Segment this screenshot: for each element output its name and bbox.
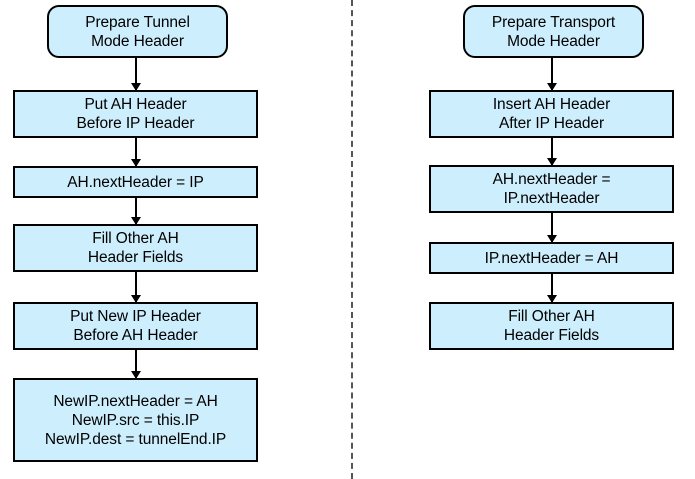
step-ah-nextheader-ip[interactable]: AH.nextHeader = IP (13, 166, 258, 198)
arrow-shaft (134, 350, 137, 378)
step-insert-ah-header-after-ip[interactable]: Insert AH Header After IP Header (429, 90, 674, 138)
step-newip-assignments[interactable]: NewIP.nextHeader = AH NewIP.src = this.I… (13, 378, 258, 462)
arrow-shaft (134, 58, 137, 90)
arrow-shaft (550, 138, 553, 165)
arrow-head (130, 83, 141, 91)
vertical-dashed-divider (351, 0, 353, 479)
arrow-shaft (134, 272, 137, 302)
arrow-head (130, 217, 141, 225)
start-node-tunnel[interactable]: Prepare Tunnel Mode Header (47, 5, 228, 58)
arrow-shaft (134, 138, 137, 166)
arrow-shaft (550, 58, 553, 90)
start-node-transport[interactable]: Prepare Transport Mode Header (463, 5, 644, 58)
step-put-new-ip-header-before-ah[interactable]: Put New IP Header Before AH Header (13, 302, 258, 350)
arrow-head (546, 83, 557, 91)
arrow-head (130, 159, 141, 167)
step-ah-nextheader-ip-nextheader[interactable]: AH.nextHeader = IP.nextHeader (429, 165, 674, 213)
step-ip-nextheader-ah[interactable]: IP.nextHeader = AH (429, 242, 674, 274)
arrow-shaft (134, 198, 137, 224)
step-fill-other-ah-header-fields[interactable]: Fill Other AH Header Fields (13, 224, 258, 272)
arrow-shaft (550, 274, 553, 302)
step-fill-other-ah-header-fields[interactable]: Fill Other AH Header Fields (429, 302, 674, 350)
arrow-shaft (550, 213, 553, 242)
arrow-head (546, 158, 557, 166)
arrow-head (546, 295, 557, 303)
arrow-head (130, 295, 141, 303)
arrow-head (130, 371, 141, 379)
step-put-ah-header-before-ip[interactable]: Put AH Header Before IP Header (13, 90, 258, 138)
arrow-head (546, 235, 557, 243)
